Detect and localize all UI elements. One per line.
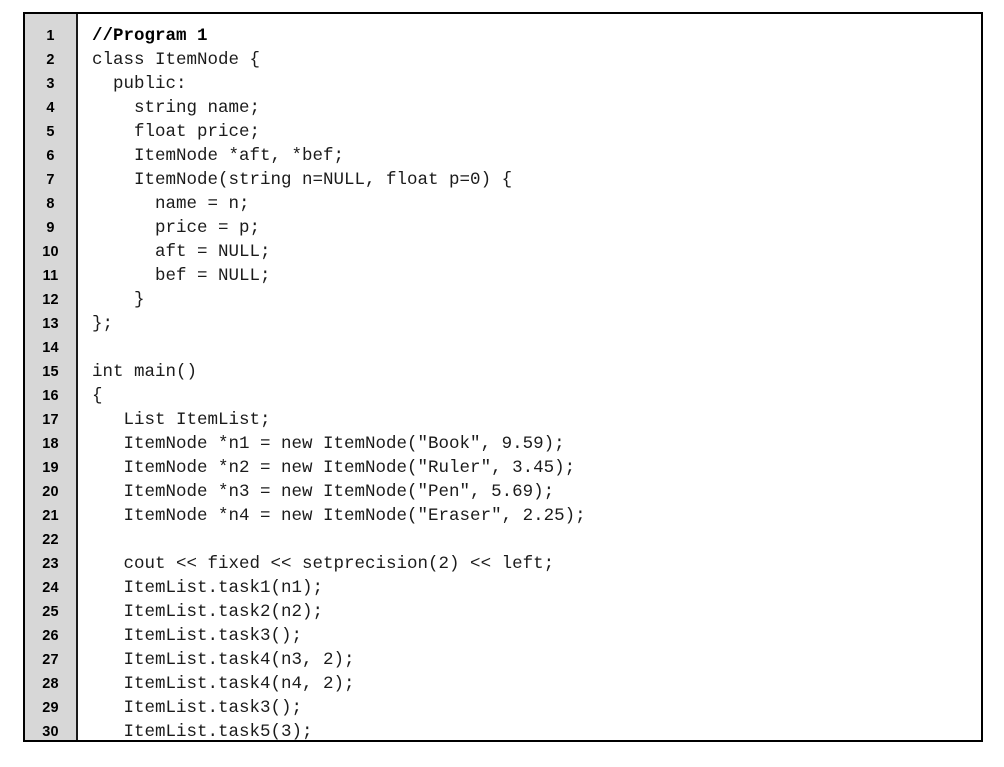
code-line[interactable]: string name;	[92, 98, 261, 118]
code-line[interactable]: ItemList.task3();	[92, 626, 303, 646]
code-line[interactable]: ItemList.task4(n3, 2);	[92, 650, 355, 670]
code-line[interactable]: ItemNode *n3 = new ItemNode("Pen", 5.69)…	[92, 482, 555, 502]
line-number: 10	[42, 244, 59, 260]
code-line[interactable]: ItemNode *aft, *bef;	[92, 146, 345, 166]
line-number: 22	[42, 532, 59, 548]
code-line[interactable]: public:	[92, 74, 187, 94]
line-number: 9	[46, 220, 55, 236]
line-number: 15	[42, 364, 59, 380]
line-number: 24	[42, 580, 59, 596]
line-number: 7	[46, 172, 55, 188]
code-line[interactable]	[92, 336, 981, 360]
code-line[interactable]: //Program 1	[92, 26, 208, 46]
line-number: 14	[42, 340, 59, 356]
code-line[interactable]: {	[92, 386, 103, 406]
line-number: 23	[42, 556, 59, 572]
line-number: 17	[42, 412, 59, 428]
line-number: 16	[42, 388, 59, 404]
line-number: 19	[42, 460, 59, 476]
line-number: 1	[46, 28, 55, 44]
line-number: 6	[46, 148, 55, 164]
code-line[interactable]: ItemList.task1(n1);	[92, 578, 324, 598]
code-line[interactable]: ItemNode(string n=NULL, float p=0) {	[92, 170, 513, 190]
line-number: 29	[42, 700, 59, 716]
code-line[interactable]: int main()	[92, 362, 198, 382]
code-line[interactable]: ItemList.task4(n4, 2);	[92, 674, 355, 694]
code-line[interactable]: ItemNode *n1 = new ItemNode("Book", 9.59…	[92, 434, 565, 454]
code-line[interactable]: ItemList.task5(3);	[92, 722, 313, 740]
line-number: 3	[46, 76, 55, 92]
line-number: 8	[46, 196, 55, 212]
line-number: 4	[46, 100, 55, 116]
line-number: 18	[42, 436, 59, 452]
code-line[interactable]: aft = NULL;	[92, 242, 271, 262]
line-number: 30	[42, 724, 59, 740]
code-line[interactable]: ItemNode *n4 = new ItemNode("Eraser", 2.…	[92, 506, 586, 526]
line-number: 20	[42, 484, 59, 500]
code-line[interactable]: List ItemList;	[92, 410, 271, 430]
code-line[interactable]	[92, 528, 981, 552]
line-number: 27	[42, 652, 59, 668]
line-number: 11	[42, 268, 59, 284]
code-line[interactable]: ItemList.task2(n2);	[92, 602, 324, 622]
code-line[interactable]: };	[92, 314, 114, 334]
code-line[interactable]: }	[92, 290, 145, 310]
line-number: 2	[46, 52, 55, 68]
code-line[interactable]: class ItemNode {	[92, 50, 261, 70]
code-line[interactable]: float price;	[92, 122, 261, 142]
code-content-area[interactable]: //Program 1 class ItemNode { public: stri…	[78, 14, 981, 740]
line-number: 21	[42, 508, 59, 524]
line-number: 13	[42, 316, 59, 332]
code-line[interactable]: bef = NULL;	[92, 266, 271, 286]
line-number: 26	[42, 628, 59, 644]
line-number: 5	[46, 124, 55, 140]
code-line[interactable]: ItemList.task3();	[92, 698, 303, 718]
code-line[interactable]: price = p;	[92, 218, 261, 238]
line-number: 25	[42, 604, 59, 620]
code-line[interactable]: cout << fixed << setprecision(2) << left…	[92, 554, 555, 574]
code-line[interactable]: name = n;	[92, 194, 250, 214]
line-number: 28	[42, 676, 59, 692]
code-line[interactable]: ItemNode *n2 = new ItemNode("Ruler", 3.4…	[92, 458, 576, 478]
line-number: 12	[42, 292, 59, 308]
